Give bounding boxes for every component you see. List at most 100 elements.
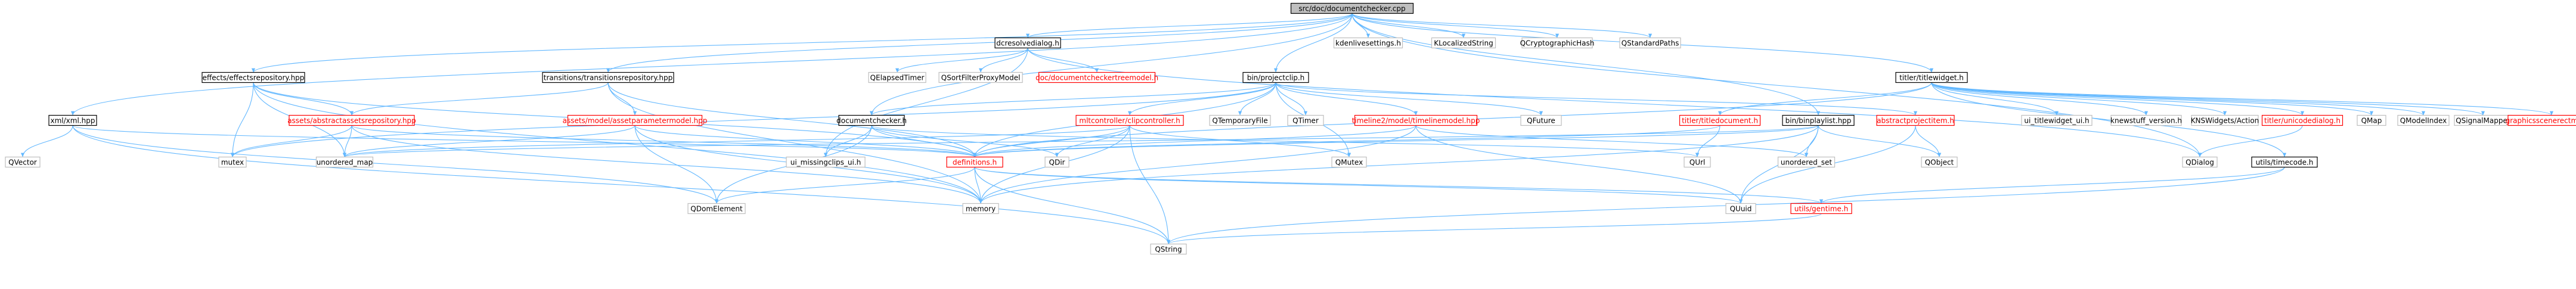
node-label: bin/projectclip.h [1247,74,1305,82]
edge-titlewidget-to-graphicssceneresctmove [1931,82,2553,116]
node-label: QMap [2361,117,2382,125]
node-documentcheckertreemodel[interactable]: doc/documentcheckertreemodel.h [1036,72,1158,83]
node-klocalizedstring: KLocalizedString [1431,37,1496,49]
node-box [962,203,999,215]
node-projectclip[interactable]: bin/projectclip.h [1242,72,1309,83]
node-transitionsrepository[interactable]: transitions/transitionsrepository.hpp [542,72,674,83]
node-label: timeline2/model/timelinemodel.hpp [1352,117,1480,125]
node-qstandardpaths: QStandardPaths [1619,37,1681,49]
node-effectsrepository[interactable]: effects/effectsrepository.hpp [202,72,305,83]
node-box [542,72,674,83]
edge-documentchecker-to-definitions [871,125,977,157]
node-graphicssceneresctmove[interactable]: graphicsscenerectmove.h [2506,114,2576,126]
node-qmap: QMap [2357,114,2386,126]
node-box [2397,114,2450,126]
edge-definitions-to-memory [974,167,983,204]
node-label: QTemporaryFile [1212,117,1267,125]
edge-titlewidget-to-qmap [1931,82,2373,116]
node-box [1242,72,1309,83]
node-unicodedialog[interactable]: titler/unicodedialog.h [2261,114,2343,126]
node-mltcontroller[interactable]: mltcontroller/clipcontroller.h [1075,114,1184,126]
node-quuid: QUuid [1725,203,1756,215]
node-qsortfilterproxymodel: QSortFilterProxyModel [938,72,1023,83]
edge-timelinemodel-to-definitions [973,125,1416,157]
node-qcryptographichash: QCryptographicHash [1520,37,1594,49]
node-box [2357,114,2386,126]
node-root[interactable]: src/doc/documentchecker.cpp [1290,2,1414,14]
node-knswidgets: KNSWidgets/Action [2191,114,2259,126]
node-titledocument[interactable]: titler/titledocument.h [1679,114,1761,126]
node-box [1075,114,1184,126]
edge-xml-to-qdomelement [72,125,718,204]
node-abstractassetsrepository[interactable]: assets/abstractassetsrepository.hpp [287,114,416,126]
node-label: QObject [1925,159,1954,167]
node-box [1209,114,1271,126]
edge-binplaylist-to-memory [979,125,1819,204]
node-assetparametermodel[interactable]: assets/model/assetparametermodel.hpp [563,114,708,126]
node-box [2191,114,2259,126]
edge-mltcontroller-to-qstring [1129,125,1171,244]
node-definitions[interactable]: definitions.h [946,156,1003,168]
node-label: src/doc/documentchecker.cpp [1298,5,1405,13]
node-label: transitions/transitionsrepository.hpp [544,74,673,82]
node-timelinemodel[interactable]: timeline2/model/timelinemodel.hpp [1352,114,1480,126]
node-box [2251,156,2318,168]
node-box [946,156,1003,168]
node-box [1679,114,1761,126]
node-documentchecker[interactable]: documentchecker.h [836,114,907,126]
node-label: abstractprojectitem.h [1877,117,1954,125]
edge-titledocument-to-definitions [973,125,1721,157]
edge-assetparametermodel-to-unordered_map [343,125,636,157]
node-label: QSignalMapper [2456,117,2510,125]
node-label: titler/titledocument.h [1682,117,1758,125]
edge-abstractassetsrepository-to-definitions [351,125,977,157]
node-qsignalmapper: QSignalMapper [2454,114,2512,126]
node-label: QUrl [1690,159,1706,167]
edge-documentchecker-to-qurl [871,125,1699,157]
edge-titledocument-to-qurl [1695,125,1721,157]
node-box [1782,114,1855,126]
node-xml[interactable]: xml/xml.hpp [48,114,97,126]
node-mutex: mutex [218,156,247,168]
node-box [2507,114,2576,126]
node-label: QDomElement [690,205,743,213]
node-label: QElapsedTimer [870,74,925,82]
node-qstring: QString [1150,243,1187,255]
edge-timelinemodel-to-quuid [1415,125,1743,204]
node-qfuture: QFuture [1520,114,1562,126]
edge-projectclip-to-qfuture [1275,82,1543,116]
node-box [5,156,41,168]
edge-binplaylist-to-qobject [1818,125,1942,157]
node-box [2110,114,2182,126]
node-box [1521,37,1593,49]
node-gentime[interactable]: utils/gentime.h [1790,203,1852,215]
node-label: KNSWidgets/Action [2191,117,2259,125]
edge-root-to-xml [71,13,1353,116]
node-box [838,114,905,126]
edge-xml-to-qvector [20,125,73,157]
node-box [1895,72,1968,83]
node-box [1725,203,1756,215]
edge-mltcontroller-to-unordered_map [343,125,1130,157]
node-dcresolvedialog[interactable]: dcresolvedialog.h [994,37,1061,49]
node-box [1684,156,1711,168]
node-label: doc/documentcheckertreemodel.h [1036,74,1158,82]
edge-projectclip-to-mutex [231,82,1276,157]
edge-titlewidget-to-qsignalmapper [1931,82,2485,116]
node-label: QModelIndex [2400,117,2447,125]
node-label: knewstuff_version.h [2110,117,2182,125]
edge-root-to-qdialog [1351,13,2202,157]
node-titlewidget[interactable]: titler/titlewidget.h [1895,72,1968,83]
node-box [202,72,305,83]
node-label: mltcontroller/clipcontroller.h [1079,117,1180,125]
node-binplaylist[interactable]: bin/binplaylist.hpp [1782,114,1855,126]
edge-projectclip-to-documentchecker [870,82,1276,116]
node-qelapsedtimer: QElapsedTimer [868,72,926,83]
edge-root-to-qstandardpaths [1351,13,1652,38]
node-timecode[interactable]: utils/timecode.h [2251,156,2318,168]
edge-titlewidget-to-timecode [1931,82,2287,157]
node-label: assets/abstractassetsrepository.hpp [287,117,416,125]
node-abstractprojectitem[interactable]: abstractprojectitem.h [1876,114,1955,126]
edge-transitionsrepository-to-memory [607,82,983,204]
